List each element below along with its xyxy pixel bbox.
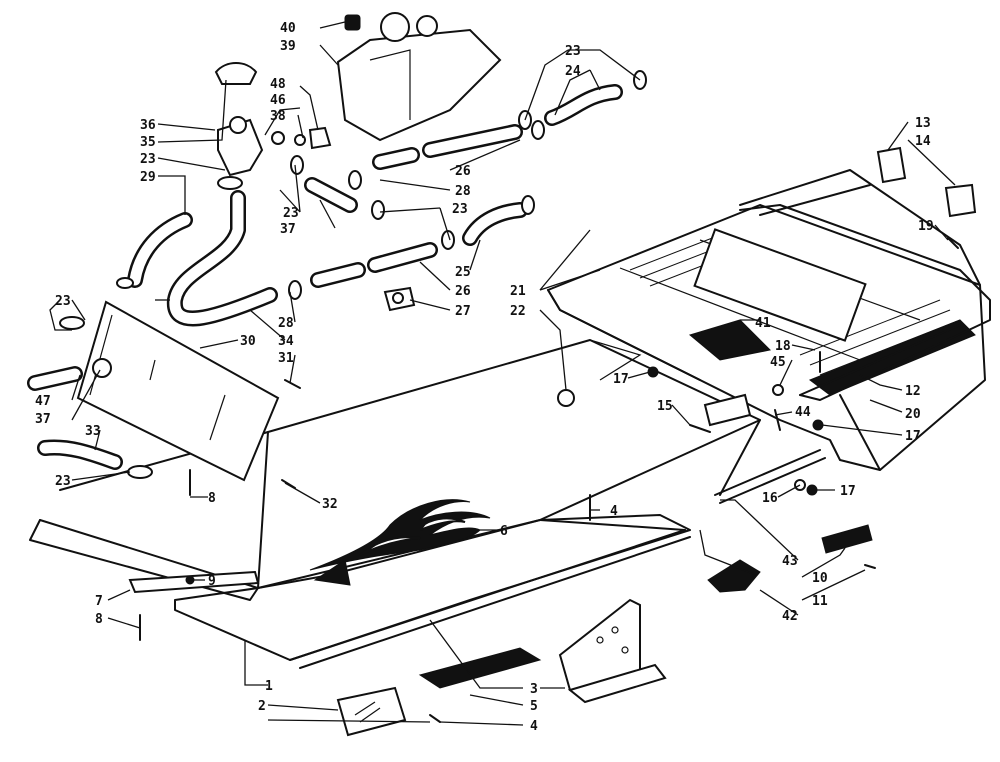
tunnel-heat-exchanger [547,169,986,471]
callout-8: 8 [95,612,103,627]
callout-23: 23 [283,206,299,221]
callout-27: 27 [455,304,471,319]
callout-15: 15 [657,399,673,414]
callout-labels: 1 2 3 4 4 5 6 7 8 8 9 10 11 12 13 14 15 … [35,21,934,734]
callout-36: 36 [140,118,156,133]
hose-34 [166,190,278,327]
callout-23: 23 [452,202,468,217]
thermostat-housing [214,62,264,177]
bracket-plate-2 [336,686,407,737]
callout-22: 22 [510,304,526,319]
hose-47 [27,366,83,391]
callout-10: 10 [812,571,828,586]
hose-29 [127,212,193,288]
callout-2: 2 [258,699,266,714]
callout-1: 1 [265,679,273,694]
callout-29: 29 [140,170,156,185]
callout-41: 41 [755,316,771,331]
fitting-48 [271,126,332,150]
callout-23: 23 [140,152,156,167]
callout-45: 45 [770,355,786,370]
callout-8: 8 [208,491,216,506]
callout-18: 18 [775,339,791,354]
callout-46: 46 [270,93,286,108]
clip-42 [707,559,761,593]
radiator [76,300,280,482]
callout-14: 14 [915,134,931,149]
hose-37-upper [304,177,358,213]
grommet-27 [383,286,416,312]
pin-15 [689,424,711,433]
callout-20: 20 [905,407,921,422]
callout-23: 23 [55,294,71,309]
rod-43 [714,449,826,504]
plate-10 [821,524,873,554]
callout-11: 11 [812,594,828,609]
leader-lines [49,21,956,726]
callout-17: 17 [840,484,856,499]
callout-16: 16 [762,491,778,506]
callout-44: 44 [795,405,811,420]
callout-31: 31 [278,351,294,366]
hose-24 [544,84,623,126]
callout-19: 19 [918,219,934,234]
callout-26: 26 [455,164,471,179]
mount-bracket-3 [558,598,667,704]
deflector-41 [688,319,772,361]
hose-26-upper [372,124,523,170]
callout-26: 26 [455,284,471,299]
callout-33: 33 [85,424,101,439]
callout-25: 25 [455,265,471,280]
tank-cap-40 [344,14,361,31]
callout-23: 23 [55,474,71,489]
callout-24: 24 [565,64,581,79]
callout-42: 42 [782,609,798,624]
hose-33 [37,439,123,470]
hose-clamps [59,70,647,479]
skid-plate [174,514,691,669]
hose-25 [462,202,528,246]
rear-bumper [739,204,991,401]
callout-17: 17 [613,372,629,387]
reflector-14 [944,183,977,218]
block-44 [703,393,752,427]
callout-5: 5 [530,699,538,714]
callout-4: 4 [530,719,538,734]
callout-48: 48 [270,77,286,92]
callout-7: 7 [95,594,103,609]
callout-47: 47 [35,394,51,409]
callout-38: 38 [270,109,286,124]
callout-32: 32 [322,497,338,512]
callout-37: 37 [35,412,51,427]
callout-28: 28 [278,316,294,331]
foot-pad [418,647,542,689]
callout-17: 17 [905,429,921,444]
callout-13: 13 [915,116,931,131]
callout-28: 28 [455,184,471,199]
callout-43: 43 [782,554,798,569]
callout-30: 30 [240,334,256,349]
coolant-tank [336,12,502,142]
reflector-13 [876,146,907,184]
radiator-cap-36 [214,62,258,85]
callout-12: 12 [905,384,921,399]
callout-35: 35 [140,135,156,150]
callout-34: 34 [278,334,294,349]
hose-26-lower [310,242,438,288]
callout-4: 4 [610,504,618,519]
callout-39: 39 [280,39,296,54]
callout-6: 6 [500,524,508,539]
callout-40: 40 [280,21,296,36]
callout-21: 21 [510,284,526,299]
callout-23: 23 [565,44,581,59]
fasteners [139,237,959,723]
callout-3: 3 [530,682,538,697]
callout-9: 9 [208,574,216,589]
callout-37: 37 [280,222,296,237]
flame-decal [309,499,491,586]
